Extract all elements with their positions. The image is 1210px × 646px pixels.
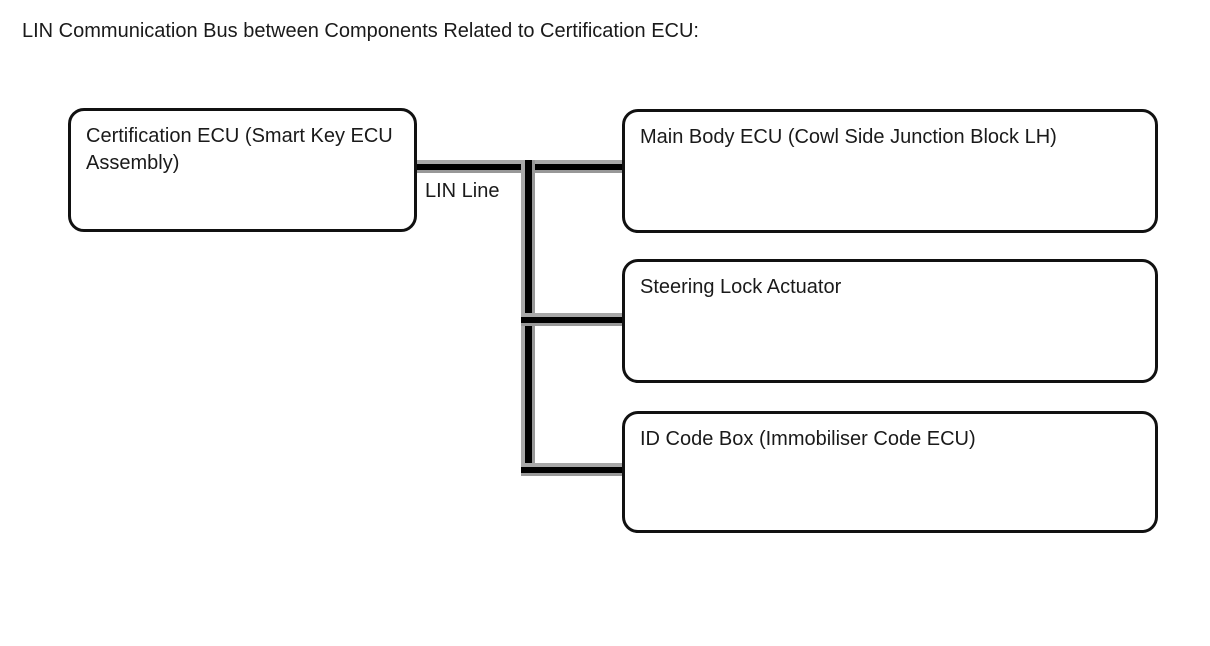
node-main-body-ecu-label: Main Body ECU (Cowl Side Junction Block … [640, 126, 1057, 148]
bus-branch-steering-lock [521, 313, 622, 326]
node-main-body-ecu: Main Body ECU (Cowl Side Junction Block … [622, 109, 1158, 233]
node-certification-ecu: Certification ECU (Smart Key ECU Assembl… [68, 108, 417, 232]
node-certification-ecu-label: Certification ECU (Smart Key ECU Assembl… [86, 125, 393, 174]
lin-line-label: LIN Line [425, 179, 500, 203]
bus-line-main-horizontal [415, 160, 623, 173]
node-steering-lock-actuator: Steering Lock Actuator [622, 259, 1158, 383]
node-steering-lock-actuator-label: Steering Lock Actuator [640, 276, 842, 298]
bus-branch-id-code-box [521, 463, 622, 476]
node-id-code-box-label: ID Code Box (Immobiliser Code ECU) [640, 428, 976, 450]
node-id-code-box: ID Code Box (Immobiliser Code ECU) [622, 411, 1158, 533]
diagram-title: LIN Communication Bus between Components… [22, 20, 699, 42]
